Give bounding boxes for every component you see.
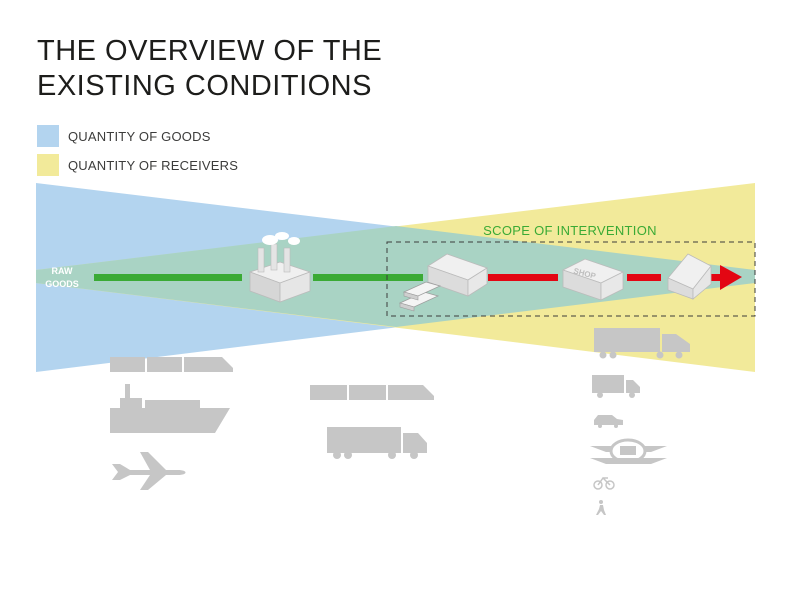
page-title: THE OVERVIEW OF THE EXISTING CONDITIONS bbox=[37, 34, 457, 104]
flow-segment-red-3 bbox=[711, 274, 723, 281]
factory-icon bbox=[248, 232, 312, 303]
legend-label-goods: QUANTITY OF GOODS bbox=[68, 128, 211, 144]
scope-of-intervention-box bbox=[386, 241, 756, 317]
raw-goods-label-line-1: RAW bbox=[52, 266, 74, 276]
flow-segment-green-2 bbox=[313, 274, 423, 281]
title-line-1: THE OVERVIEW OF THE bbox=[37, 35, 383, 67]
flow-arrowhead bbox=[720, 265, 742, 290]
flow-segment-green-1 bbox=[94, 274, 242, 281]
title-line-2: EXISTING CONDITIONS bbox=[37, 70, 372, 102]
airplane-icon bbox=[112, 452, 186, 490]
container-ship-icon bbox=[110, 384, 230, 433]
flow-segment-red-2 bbox=[627, 274, 661, 281]
train-icon bbox=[110, 357, 233, 372]
flow-segment-red-1 bbox=[488, 274, 558, 281]
legend-item-receivers: QUANTITY OF RECEIVERS bbox=[37, 154, 238, 176]
warehouse-icon bbox=[427, 253, 488, 297]
car-icon bbox=[594, 415, 623, 428]
legend: QUANTITY OF GOODS QUANTITY OF RECEIVERS bbox=[37, 125, 238, 183]
regional-train-icon bbox=[310, 385, 434, 400]
bicycle-icon bbox=[593, 476, 615, 490]
shop-icon: SHOP bbox=[561, 258, 625, 301]
delivery-truck-icon bbox=[398, 281, 442, 312]
legend-item-goods: QUANTITY OF GOODS bbox=[37, 125, 238, 147]
semi-truck-icon bbox=[327, 427, 427, 459]
pedestrian-icon bbox=[596, 500, 606, 515]
ttc-streetcar-icon bbox=[590, 438, 667, 464]
legend-swatch-goods bbox=[37, 125, 59, 147]
legend-swatch-receivers bbox=[37, 154, 59, 176]
legend-label-receivers: QUANTITY OF RECEIVERS bbox=[68, 157, 239, 173]
large-semi-truck-icon bbox=[594, 328, 690, 359]
house-icon bbox=[667, 253, 712, 300]
box-truck-icon bbox=[592, 375, 640, 398]
scope-of-intervention-label: SCOPE OF INTERVENTION bbox=[483, 223, 657, 238]
raw-goods-label-line-2: GOODS bbox=[45, 279, 79, 289]
